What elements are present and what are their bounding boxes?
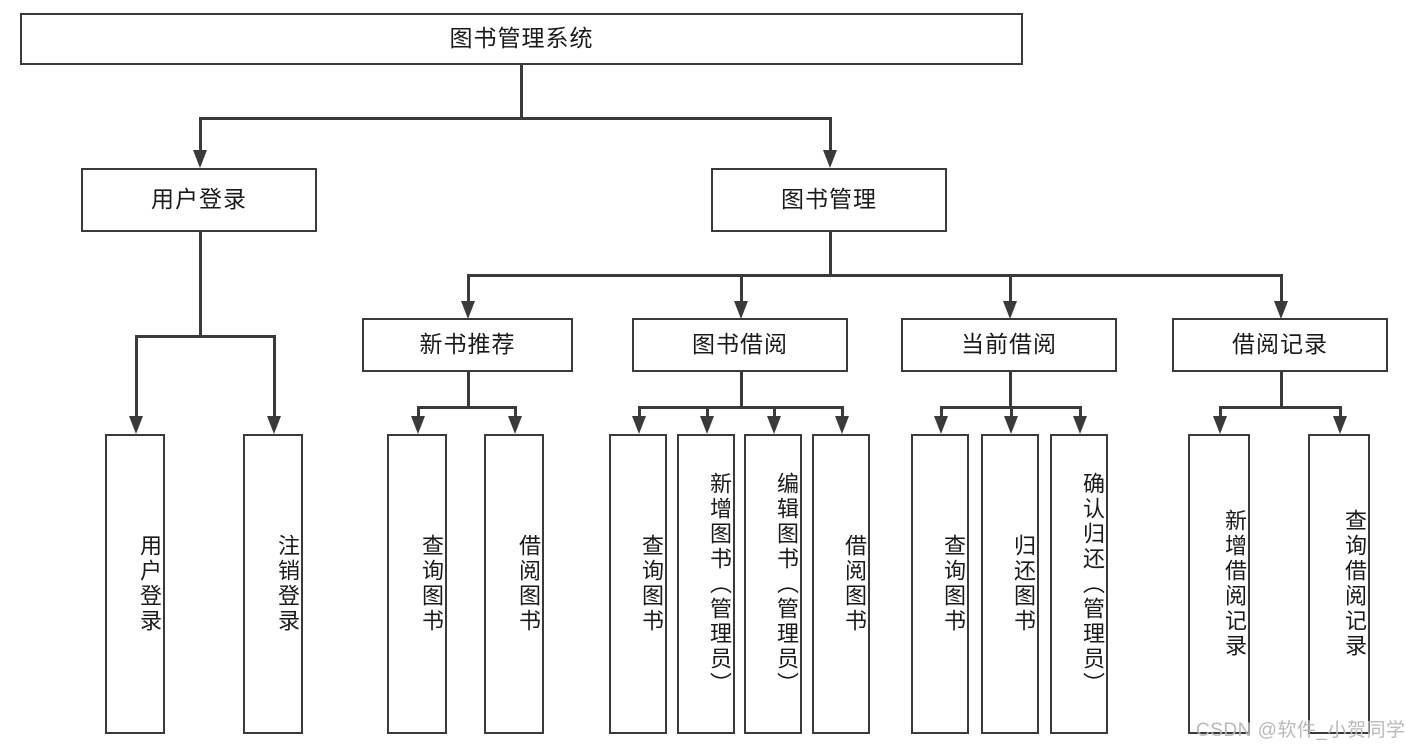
node-root-label: 图书管理系统 bbox=[449, 25, 594, 52]
node-leaf-3[interactable]: 借阅图书 bbox=[484, 434, 544, 734]
node-level3-3[interactable]: 借阅记录 bbox=[1172, 318, 1388, 372]
node-leaf-4-label: 查询图书 bbox=[639, 534, 664, 634]
node-level3-2[interactable]: 当前借阅 bbox=[901, 318, 1117, 372]
node-root[interactable]: 图书管理系统 bbox=[20, 13, 1023, 65]
connector-group-drop bbox=[706, 406, 709, 416]
node-level2-0[interactable]: 用户登录 bbox=[81, 168, 317, 232]
node-level3-0[interactable]: 新书推荐 bbox=[362, 318, 573, 372]
connector-group-bar bbox=[1219, 406, 1339, 409]
connector-group-drop bbox=[417, 406, 420, 416]
connector-mgmt-bar bbox=[467, 274, 1280, 277]
connector-group-stem bbox=[1280, 372, 1283, 406]
node-level2-1-label: 图书管理 bbox=[781, 186, 877, 213]
connector-login-drop bbox=[273, 335, 276, 416]
node-leaf-6[interactable]: 编辑图书（管理员） bbox=[744, 434, 802, 734]
node-leaf-5-label: 新增图书（管理员） bbox=[707, 471, 732, 697]
node-leaf-0-label: 用户登录 bbox=[137, 534, 162, 634]
arrowhead-icon bbox=[1213, 416, 1227, 434]
node-leaf-4[interactable]: 查询图书 bbox=[609, 434, 667, 734]
arrowhead-icon bbox=[835, 416, 849, 434]
node-leaf-12-label: 查询借阅记录 bbox=[1342, 509, 1367, 659]
arrowhead-icon bbox=[734, 301, 748, 319]
node-leaf-1-label: 注销登录 bbox=[275, 534, 300, 634]
node-level3-1[interactable]: 图书借阅 bbox=[632, 318, 848, 372]
connector-group-drop bbox=[940, 406, 943, 416]
arrowhead-icon bbox=[823, 150, 837, 168]
connector-login-stem bbox=[199, 232, 202, 335]
node-leaf-2-label: 查询图书 bbox=[419, 534, 444, 634]
node-leaf-10[interactable]: 确认归还（管理员） bbox=[1050, 434, 1108, 734]
connector-group-drop bbox=[638, 406, 641, 416]
node-leaf-3-label: 借阅图书 bbox=[516, 534, 541, 634]
connector-mgmt-drop bbox=[1009, 274, 1012, 301]
arrowhead-icon bbox=[461, 301, 475, 319]
arrowhead-icon bbox=[632, 416, 646, 434]
node-level2-1[interactable]: 图书管理 bbox=[711, 168, 947, 232]
connector-level2-bar bbox=[199, 117, 829, 120]
arrowhead-icon bbox=[1003, 301, 1017, 319]
arrowhead-icon bbox=[411, 416, 425, 434]
connector-group-drop bbox=[841, 406, 844, 416]
connector-group-bar bbox=[638, 406, 841, 409]
node-leaf-8[interactable]: 查询图书 bbox=[911, 434, 969, 734]
connector-mgmt-drop bbox=[1280, 274, 1283, 301]
watermark: CSDN @软件_小贺同学 bbox=[1196, 720, 1405, 741]
connector-group-stem bbox=[740, 372, 743, 406]
arrowhead-icon bbox=[1274, 301, 1288, 319]
connector-group-stem bbox=[467, 372, 470, 406]
connector-level2-drop bbox=[829, 117, 832, 150]
node-leaf-7-label: 借阅图书 bbox=[842, 534, 867, 634]
connector-group-bar bbox=[417, 406, 515, 409]
node-leaf-2[interactable]: 查询图书 bbox=[387, 434, 447, 734]
arrowhead-icon bbox=[1073, 416, 1087, 434]
node-level2-0-label: 用户登录 bbox=[151, 186, 247, 213]
node-leaf-12[interactable]: 查询借阅记录 bbox=[1308, 434, 1370, 734]
connector-group-drop bbox=[1219, 406, 1222, 416]
connector-group-drop bbox=[514, 406, 517, 416]
arrowhead-icon bbox=[1004, 416, 1018, 434]
node-level3-1-label: 图书借阅 bbox=[692, 331, 788, 358]
node-leaf-11[interactable]: 新增借阅记录 bbox=[1188, 434, 1250, 734]
arrowhead-icon bbox=[934, 416, 948, 434]
node-leaf-10-label: 确认归还（管理员） bbox=[1080, 471, 1105, 697]
connector-group-drop bbox=[1079, 406, 1082, 416]
node-leaf-6-label: 编辑图书（管理员） bbox=[774, 471, 799, 697]
connector-login-drop bbox=[135, 335, 138, 416]
connector-group-stem bbox=[1009, 372, 1012, 406]
connector-mgmt-drop bbox=[467, 274, 470, 301]
connector-group-drop bbox=[773, 406, 776, 416]
connector-root-stem bbox=[520, 65, 523, 117]
connector-group-drop bbox=[1010, 406, 1013, 416]
node-leaf-9-label: 归还图书 bbox=[1011, 534, 1036, 634]
arrowhead-icon bbox=[1333, 416, 1347, 434]
arrowhead-icon bbox=[700, 416, 714, 434]
connector-group-drop bbox=[1339, 406, 1342, 416]
arrowhead-icon bbox=[767, 416, 781, 434]
arrowhead-icon bbox=[193, 150, 207, 168]
connector-mgmt-stem bbox=[829, 232, 832, 274]
arrowhead-icon bbox=[267, 416, 281, 434]
node-leaf-0[interactable]: 用户登录 bbox=[105, 434, 165, 734]
node-leaf-7[interactable]: 借阅图书 bbox=[812, 434, 870, 734]
node-leaf-9[interactable]: 归还图书 bbox=[981, 434, 1039, 734]
node-level3-0-label: 新书推荐 bbox=[419, 331, 516, 358]
connector-group-bar bbox=[940, 406, 1079, 409]
connector-level2-drop bbox=[199, 117, 202, 150]
connector-login-bar bbox=[135, 335, 273, 338]
node-level3-3-label: 借阅记录 bbox=[1232, 331, 1328, 358]
node-leaf-11-label: 新增借阅记录 bbox=[1222, 509, 1247, 659]
arrowhead-icon bbox=[129, 416, 143, 434]
node-level3-2-label: 当前借阅 bbox=[961, 331, 1057, 358]
connector-mgmt-drop bbox=[740, 274, 743, 301]
arrowhead-icon bbox=[508, 416, 522, 434]
node-leaf-8-label: 查询图书 bbox=[941, 534, 966, 634]
node-leaf-1[interactable]: 注销登录 bbox=[243, 434, 303, 734]
node-leaf-5[interactable]: 新增图书（管理员） bbox=[677, 434, 735, 734]
